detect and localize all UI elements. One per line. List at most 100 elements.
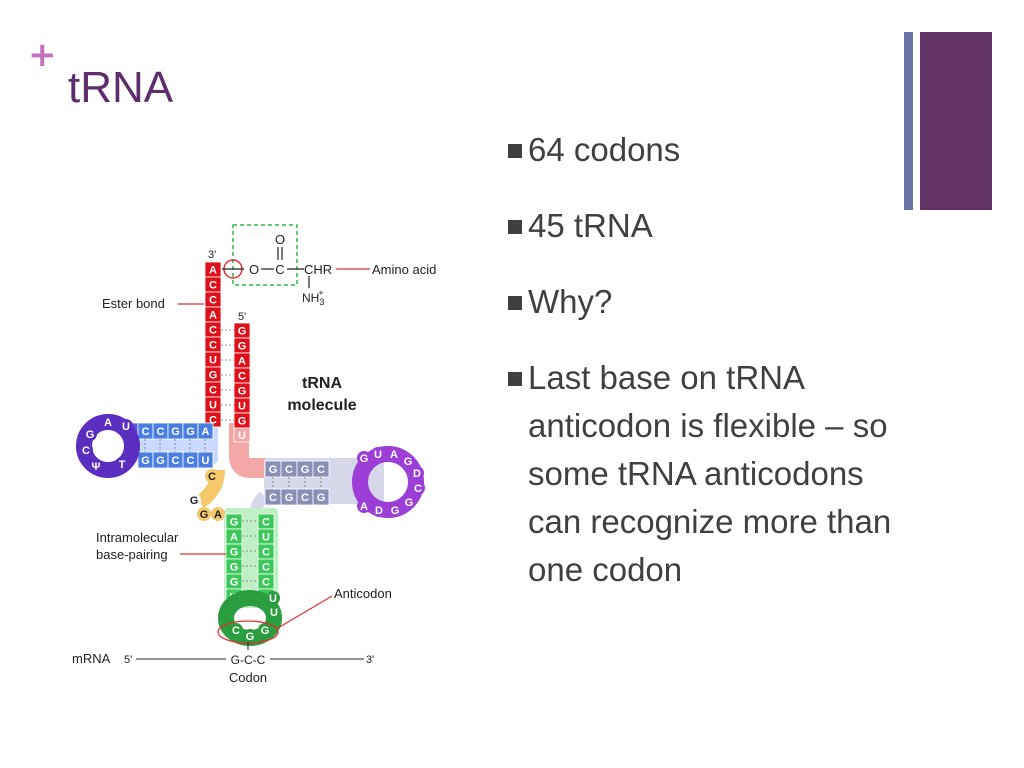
- loop-nucleotide-dot: [211, 507, 225, 521]
- loop-nucleotide-dot: [401, 454, 415, 468]
- loop-nucleotide: G: [243, 629, 257, 643]
- diagram-title-2: molecule: [287, 397, 356, 414]
- nucleotide-letter: G: [230, 547, 239, 559]
- loop-nucleotide-dot: [89, 459, 103, 473]
- loop-nucleotide: D: [410, 466, 424, 480]
- anticodon-pointer: [277, 595, 333, 629]
- d-arm-top-nucleotide: A: [197, 422, 214, 440]
- acceptor-left-nucleotide: U: [204, 396, 222, 413]
- acceptor-left-nucleotide: U: [204, 351, 222, 368]
- t-arm-top-nucleotide: C: [312, 460, 330, 478]
- nucleotide-letter: G: [209, 370, 218, 382]
- loop-nucleotide: A: [101, 415, 115, 429]
- loop-nucleotide-letter: D: [413, 468, 421, 480]
- loop-nucleotide: A: [211, 507, 225, 521]
- loop-nucleotide-letter: A: [214, 509, 222, 521]
- nucleotide-block: [197, 451, 214, 469]
- bullet-square-icon: [508, 220, 522, 234]
- mrna-five-prime: 5': [124, 654, 132, 666]
- intramolecular-label-2: base-pairing: [96, 547, 168, 562]
- acceptor-right-nucleotide: U: [233, 397, 251, 414]
- mrna-label: mRNA: [72, 651, 111, 666]
- nucleotide-letter: C: [209, 295, 217, 307]
- loop-nucleotide-letter: C: [208, 471, 216, 483]
- nucleotide-letter: C: [317, 464, 325, 476]
- d-arm-bottom-nucleotide: G: [152, 451, 169, 469]
- loop-nucleotide-letter: C: [414, 483, 422, 495]
- loop-nucleotide: G: [197, 507, 211, 521]
- bullet-text: 45 tRNA: [528, 207, 653, 244]
- loop-nucleotide-dot: [101, 415, 115, 429]
- nucleotide-letter: G: [156, 455, 165, 467]
- nucleotide-letter: G: [301, 464, 310, 476]
- loop-nucleotide-dot: [372, 503, 386, 517]
- nucleotide-letter: U: [238, 430, 246, 442]
- t-arm-bottom-nucleotide: G: [312, 488, 330, 506]
- d-arm-bottom-nucleotide: G: [137, 451, 154, 469]
- loop-nucleotide: U: [266, 591, 280, 605]
- acceptor-right-nucleotide: G: [233, 322, 251, 339]
- loop-nucleotide-letter: G: [261, 625, 270, 637]
- loop-nucleotide-letter: G: [86, 429, 95, 441]
- acceptor-left-nucleotide: C: [204, 291, 222, 308]
- plus-mark: +: [28, 35, 57, 75]
- t-arm-bottom-nucleotide: C: [264, 488, 282, 506]
- five-prime-top: 5': [238, 311, 246, 323]
- t-arm-top-nucleotide: G: [264, 460, 282, 478]
- nucleotide-letter: G: [238, 416, 247, 428]
- bullet-text: 64 codons: [528, 131, 681, 168]
- anticodon-left-nucleotide: G: [225, 513, 243, 530]
- loop-nucleotide-dot: [115, 457, 129, 471]
- loop-nucleotide-letter: G: [190, 495, 199, 507]
- loop-nucleotide: G: [187, 493, 201, 507]
- acceptor-tube: [229, 423, 268, 478]
- nucleotide-letter: A: [209, 310, 217, 322]
- acceptor-right-nucleotide: C: [233, 367, 251, 384]
- loop-nucleotide-letter: A: [104, 417, 112, 429]
- loop-nucleotide-dot: [187, 493, 201, 507]
- bullet-list: 64 codons 45 tRNA Why? Last base on tRNA…: [506, 126, 906, 622]
- acceptor-left-nucleotide: C: [204, 321, 222, 338]
- nucleotide-letter: C: [238, 371, 246, 383]
- loop-nucleotide-dot: [258, 623, 272, 637]
- d-arm-top-nucleotide: G: [167, 422, 184, 440]
- loop-nucleotide: A: [357, 499, 371, 513]
- acceptor-right-nucleotide: A: [233, 352, 251, 369]
- loop-nucleotide: G: [83, 427, 97, 441]
- nucleotide-letter: G: [186, 426, 195, 438]
- loop-nucleotide: C: [79, 443, 93, 457]
- loop-nucleotide-dot: [371, 447, 385, 461]
- bullet-item: Why?: [506, 278, 906, 326]
- loop-nucleotide-letter: G: [246, 631, 255, 643]
- mrna-three-prime: 3': [366, 654, 374, 666]
- acceptor-right-nucleotide: G: [233, 382, 251, 399]
- nucleotide-letter: C: [157, 426, 165, 438]
- loop-nucleotide: C: [411, 481, 425, 495]
- loop-nucleotide-letter: T: [119, 459, 126, 471]
- acceptor-left-nucleotide: A: [204, 261, 222, 278]
- carbonyl-o: O: [275, 232, 285, 247]
- loop-nucleotide-letter: C: [232, 625, 240, 637]
- loop-nucleotide-dot: [267, 605, 281, 619]
- bullet-item: Last base on tRNA anticodon is flexible …: [506, 354, 906, 594]
- nucleotide-letter: G: [230, 577, 239, 589]
- loop-nucleotide-dot: [83, 427, 97, 441]
- loop-nucleotide-letter: G: [360, 453, 369, 465]
- loop-nucleotide-dot: [387, 447, 401, 461]
- nucleotide-letter: C: [172, 455, 180, 467]
- nucleotide-letter: C: [209, 325, 217, 337]
- loop-nucleotide-letter: G: [200, 509, 209, 521]
- codon-sequence: G-C-C: [231, 653, 266, 667]
- acceptor-left-nucleotide: C: [204, 381, 222, 398]
- bullet-square-icon: [508, 372, 522, 386]
- nucleotide-letter: C: [209, 385, 217, 397]
- d-arm-top-nucleotide: C: [137, 422, 154, 440]
- loop-nucleotide-letter: G: [405, 497, 414, 509]
- bullet-item: 45 tRNA: [506, 202, 906, 250]
- anticodon-right-nucleotide: U: [257, 528, 275, 545]
- loop-nucleotide: C: [229, 623, 243, 637]
- acceptor-right-nucleotide: G: [233, 412, 251, 429]
- d-arm-bottom-nucleotide: U: [197, 451, 214, 469]
